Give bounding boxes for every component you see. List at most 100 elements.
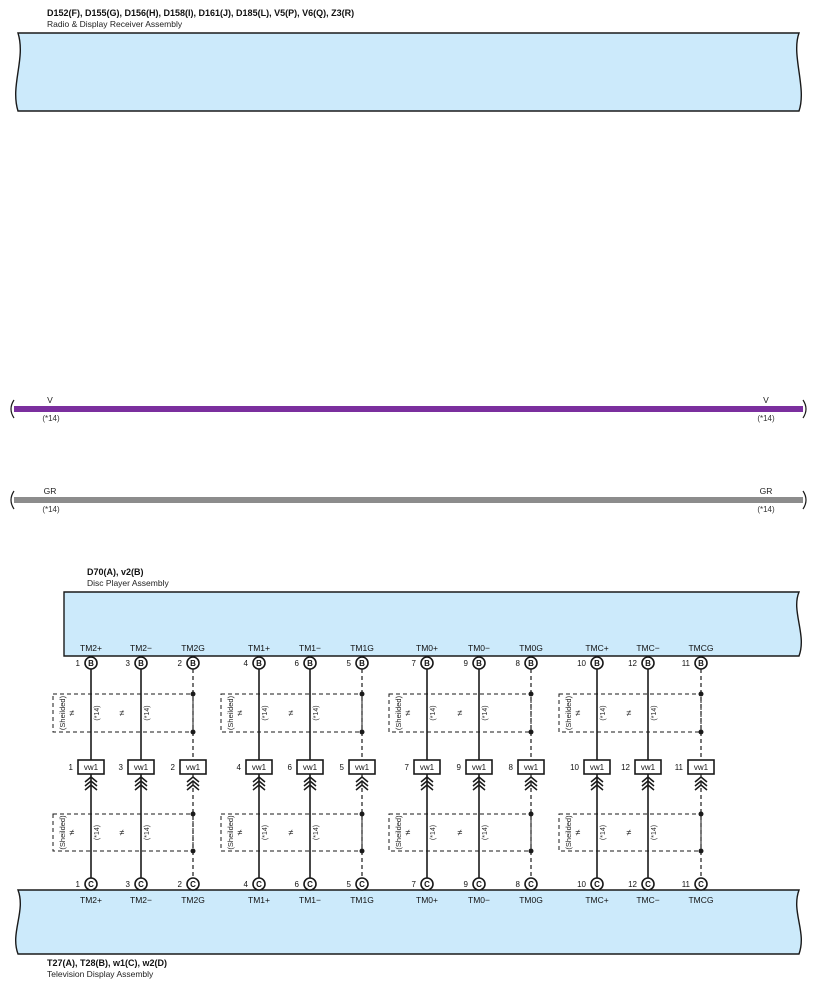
- circuit-tm1g-bottom-label: TM1G: [350, 895, 374, 905]
- circuit-tm2minus-top-connector-letter: B: [138, 659, 144, 668]
- circuit-tm2g-bottom-label: TM2G: [181, 895, 205, 905]
- circuit-tm0plus-top-label: TM0+: [416, 643, 438, 653]
- circuit-tmcminus-top-connector-letter: B: [645, 659, 651, 668]
- circuit-tm2g-junction-code: vw1: [186, 763, 201, 772]
- inline-chevron: [252, 784, 266, 791]
- circuit-tm2minus-bottom-pin-number: 3: [126, 880, 131, 889]
- shielded-label: (Sheilded): [226, 695, 235, 730]
- circuit-tm0g-top-connector: [524, 656, 538, 670]
- inline-chevron: [355, 780, 369, 787]
- circuit-tm2plus-top-pin-number: 1: [76, 659, 81, 668]
- circuit-tmcplus-bottom-connector: [590, 877, 604, 891]
- shielded-label: (Sheilded): [226, 815, 235, 850]
- inline-chevron: [641, 780, 655, 787]
- twisted-pair-symbol: ≠: [406, 828, 411, 838]
- wire-break-right: [802, 490, 807, 510]
- circuit-tmcplus-junction-box: [583, 759, 611, 775]
- shield-note: (*14): [651, 825, 658, 840]
- twisted-pair-symbol: ≠: [627, 708, 632, 718]
- circuit-tm0plus-junction-box: [413, 759, 441, 775]
- circuit-tmcg-top-pin-number: 11: [682, 659, 691, 668]
- circuit-tm1plus-junction-pin: 4: [237, 763, 242, 772]
- circuit-tm0g-bottom-pin-number: 8: [516, 880, 521, 889]
- circuit-tm1plus-bottom-label: TM1+: [248, 895, 270, 905]
- circuit-tm2minus-junction-pin: 3: [119, 763, 124, 772]
- shield-box: [220, 813, 363, 852]
- circuit-tm0minus-junction-code: vw1: [472, 763, 487, 772]
- circuit-tm1minus-junction-box: [296, 759, 324, 775]
- circuit-tm1g-bottom-connector: [355, 877, 369, 891]
- inline-chevron: [303, 780, 317, 787]
- inline-chevron: [420, 784, 434, 791]
- circuit-tm2minus-junction-box: [127, 759, 155, 775]
- twisted-pair-symbol: ≠: [120, 708, 125, 718]
- shield-box: [558, 813, 702, 852]
- shielded-label: (Sheilded): [394, 695, 403, 730]
- circuit-tm1g-top-connector-letter: B: [359, 659, 365, 668]
- circuit-tm1plus-bottom-pin-number: 4: [244, 880, 249, 889]
- circuit-tm1minus-bottom-connector-letter: C: [307, 880, 313, 889]
- inline-chevron: [472, 784, 486, 791]
- circuit-tmcminus-top-pin-number: 12: [628, 659, 637, 668]
- twisted-pair-symbol: ≠: [406, 708, 411, 718]
- twisted-pair-symbol: ≠: [70, 708, 75, 718]
- circuit-tm0plus-bottom-label: TM0+: [416, 895, 438, 905]
- circuit-tm1g-top-pin-number: 5: [347, 659, 352, 668]
- twisted-pair-symbol: ≠: [576, 708, 581, 718]
- circuit-tmcminus-bottom-connector-letter: C: [645, 880, 651, 889]
- radio-connector-codes: D152(F), D155(G), D156(H), D158(I), D161…: [47, 8, 355, 18]
- circuit-tm2minus-top-pin-number: 3: [126, 659, 131, 668]
- circuit-tmcg-bottom-connector-letter: C: [698, 880, 704, 889]
- circuit-tmcplus-bottom-pin-number: 10: [577, 880, 586, 889]
- inline-chevron: [355, 776, 369, 783]
- shielded-label: (Sheilded): [394, 815, 403, 850]
- circuit-tm1minus-top-connector-letter: B: [307, 659, 313, 668]
- disc-assembly-name: Disc Player Assembly: [87, 578, 169, 588]
- circuit-tmcg-bottom-pin-number: 11: [682, 880, 691, 889]
- inline-chevron: [84, 780, 98, 787]
- inline-chevron: [524, 776, 538, 783]
- circuit-tm2g-top-connector-letter: B: [190, 659, 196, 668]
- inline-chevron: [420, 780, 434, 787]
- shield-note: (*14): [262, 825, 269, 840]
- wire-break-left: [10, 490, 15, 510]
- circuit-tm0minus-top-connector: [472, 656, 486, 670]
- twisted-pair-symbol: ≠: [627, 828, 632, 838]
- circuit-tm2minus-bottom-connector: [134, 877, 148, 891]
- circuit-tmcminus-bottom-pin-number: 12: [628, 880, 637, 889]
- circuit-tmcminus-top-connector: [641, 656, 655, 670]
- circuit-tm1plus-top-pin-number: 4: [244, 659, 249, 668]
- circuit-tmcg-top-connector: [694, 656, 708, 670]
- circuit-tmcplus-top-label: TMC+: [585, 643, 608, 653]
- circuit-tm1plus-bottom-connector: [252, 877, 266, 891]
- inline-chevron: [590, 776, 604, 783]
- circuit-tm2g-bottom-connector: [186, 877, 200, 891]
- shield-note: (*14): [94, 825, 101, 840]
- circuit-tm1plus-top-connector: [252, 656, 266, 670]
- inline-chevron: [641, 776, 655, 783]
- inline-chevron: [524, 784, 538, 791]
- inline-chevron: [84, 784, 98, 791]
- circuit-tm0g-bottom-connector: [524, 877, 538, 891]
- circuit-tmcg-bottom-label: TMCG: [688, 895, 713, 905]
- television-display-block: [14, 889, 803, 955]
- circuit-tmcg-top-label: TMCG: [688, 643, 713, 653]
- circuit-tm2plus-top-label: TM2+: [80, 643, 102, 653]
- shield-note: (*14): [482, 705, 489, 720]
- circuit-tm2g-bottom-connector-letter: C: [190, 880, 196, 889]
- circuit-tm1minus-top-pin-number: 6: [295, 659, 300, 668]
- twisted-pair-symbol: ≠: [289, 828, 294, 838]
- circuit-tm0minus-bottom-label: TM0−: [468, 895, 490, 905]
- circuit-tm2g-junction-box: [179, 759, 207, 775]
- circuit-tm0g-junction-code: vw1: [524, 763, 539, 772]
- circuit-tm0plus-top-connector: [420, 656, 434, 670]
- circuit-tmcminus-top-label: TMC−: [636, 643, 659, 653]
- inline-chevron: [186, 776, 200, 783]
- circuit-tm1g-junction-box: [348, 759, 376, 775]
- wire-note: (*14): [42, 505, 60, 514]
- shield-note: (*14): [144, 825, 151, 840]
- inline-chevron: [186, 784, 200, 791]
- circuit-tm1g-bottom-connector-letter: C: [359, 880, 365, 889]
- inline-chevron: [641, 784, 655, 791]
